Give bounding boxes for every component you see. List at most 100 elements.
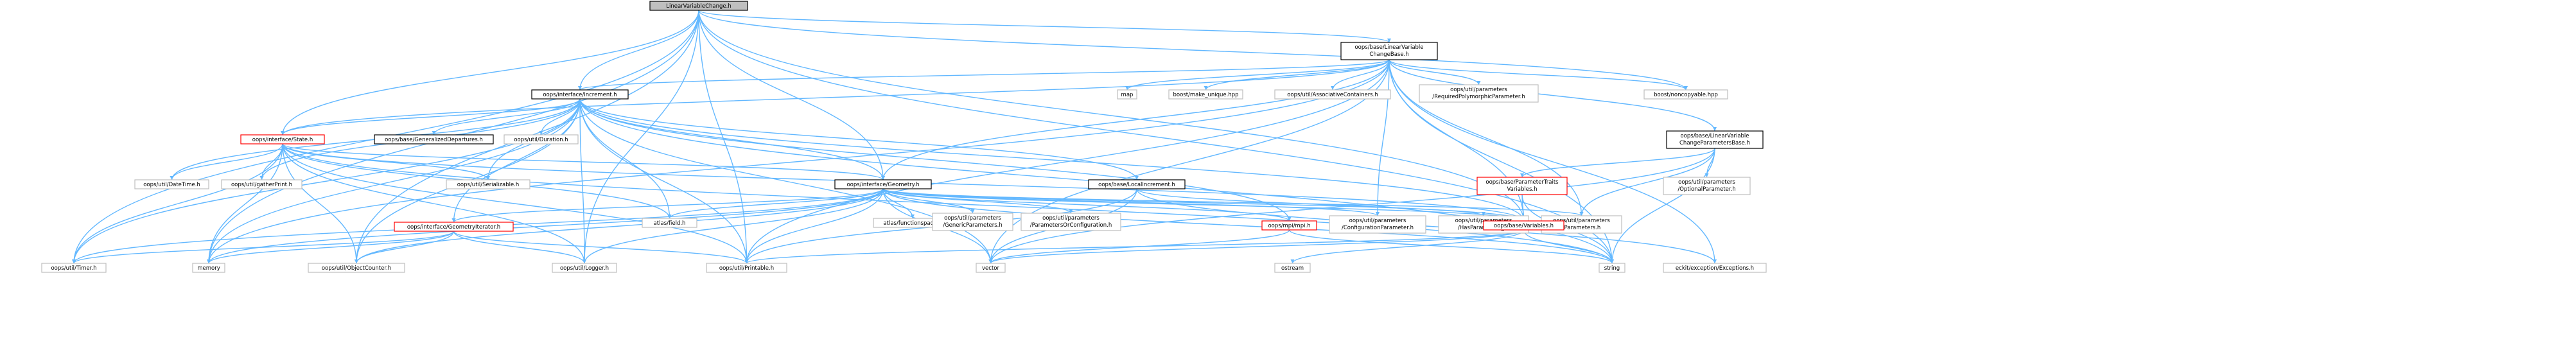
node-label: oops/interface/State.h <box>252 137 313 143</box>
node-layer: LinearVariableChange.h oops/base/LinearVa… <box>41 1 1767 273</box>
node-printable[interactable]: oops/util/Printable.h <box>706 263 787 273</box>
node-assoc[interactable]: oops/util/AssociativeContainers.h <box>1274 89 1391 100</box>
node-box-reqpoly <box>1419 84 1539 103</box>
node-label: oops/interface/Geometry.h <box>846 182 919 188</box>
arrowhead-geometry-to-params <box>1579 212 1584 216</box>
node-root[interactable]: LinearVariableChange.h <box>649 1 748 11</box>
arrowhead-localinc-to-eckit <box>1713 259 1717 263</box>
node-serializable[interactable]: oops/util/Serializable.h <box>446 179 530 189</box>
node-geoiter[interactable]: oops/interface/GeometryIterator.h <box>394 222 514 232</box>
node-label: atlas/field.h <box>654 220 686 227</box>
node-logger[interactable]: oops/util/Logger.h <box>552 263 617 273</box>
node-gendep[interactable]: oops/base/GeneralizedDepartures.h <box>374 134 494 144</box>
node-box-map <box>1117 89 1137 100</box>
node-box-gatherprint <box>221 179 302 189</box>
node-cfgparam[interactable]: oops/util/parameters/ConfigurationParame… <box>1329 215 1426 234</box>
arrowhead-increment-to-state <box>281 131 285 135</box>
node-label: LinearVariableChange.h <box>666 3 731 10</box>
node-duration[interactable]: oops/util/Duration.h <box>504 134 579 144</box>
node-box-eckit <box>1663 263 1767 273</box>
edge-geoiter-to-logger <box>453 231 585 264</box>
edge-geometry-to-params <box>882 188 1582 216</box>
node-box-state <box>240 134 325 144</box>
node-box-root <box>649 1 748 11</box>
node-label: oops/util/Serializable.h <box>457 182 520 188</box>
node-geometry[interactable]: oops/interface/Geometry.h <box>834 179 932 189</box>
arrowhead-variables-to-printable <box>744 259 749 263</box>
edge-root-to-variables <box>698 10 1525 222</box>
edge-increment-to-localinc <box>579 98 1137 180</box>
node-optparam[interactable]: oops/util/parameters/OptionalParameter.h <box>1663 177 1751 195</box>
node-variables[interactable]: oops/base/Variables.h <box>1483 220 1564 231</box>
arrowhead-state-to-gatherprint <box>259 176 264 180</box>
node-timer[interactable]: oops/util/Timer.h <box>41 263 107 273</box>
node-box-timer <box>41 263 107 273</box>
edge-root-to-logger <box>584 10 699 264</box>
node-label: oops/util/parameters <box>944 215 1001 222</box>
arrowhead-geometry-to-genparams <box>970 209 975 213</box>
node-gatherprint[interactable]: oops/util/gatherPrint.h <box>221 179 302 189</box>
edge-localinc-to-variables <box>1136 188 1525 222</box>
node-box-assoc <box>1274 89 1391 100</box>
node-label: oops/util/parameters <box>1450 87 1507 93</box>
node-increment[interactable]: oops/interface/Increment.h <box>531 89 629 100</box>
node-label: boost/make_unique.hpp <box>1173 92 1238 98</box>
node-label: oops/util/parameters <box>1042 215 1100 222</box>
node-genparams[interactable]: oops/util/parameters/GenericParameters.h <box>932 213 1013 231</box>
node-label: /RequiredPolymorphicParameter.h <box>1432 94 1525 100</box>
node-datetime[interactable]: oops/util/DateTime.h <box>134 179 209 189</box>
arrowhead-lvcb-to-make_unique <box>1204 86 1208 90</box>
node-mpi[interactable]: oops/mpi/mpi.h <box>1261 220 1317 231</box>
node-label: oops/util/gatherPrint.h <box>231 182 292 188</box>
node-box-lvcpb <box>1666 130 1764 149</box>
node-atlasfield[interactable]: atlas/field.h <box>642 218 697 228</box>
edge-increment-to-logger <box>579 98 585 264</box>
edge-geometry-to-variables <box>882 188 1525 222</box>
edge-mpi-to-string <box>1288 229 1613 264</box>
edge-state-to-printable <box>282 143 748 264</box>
node-paramsorcfg[interactable]: oops/util/parameters/ParametersOrConfigu… <box>1021 213 1121 231</box>
node-label: oops/util/parameters <box>1553 218 1610 224</box>
edge-lvcb-to-geometry <box>882 59 1390 180</box>
node-eckit[interactable]: eckit/exception/Exceptions.h <box>1663 263 1767 273</box>
arrowhead-increment-to-duration <box>539 131 543 135</box>
arrowhead-lvcpb-to-ptv <box>1520 173 1524 177</box>
edge-increment-to-variables <box>579 98 1525 222</box>
node-vector[interactable]: vector <box>976 263 1006 273</box>
node-state[interactable]: oops/interface/State.h <box>240 134 325 144</box>
edge-state-to-serializable <box>282 143 489 180</box>
node-label: atlas/functionspace.h <box>883 220 942 227</box>
edge-geometry-to-logger <box>584 188 884 264</box>
edge-root-to-printable <box>698 10 748 264</box>
edge-lvcb-to-lvcpb <box>1389 59 1715 132</box>
node-box-duration <box>504 134 579 144</box>
edge-increment-to-printable <box>579 98 748 264</box>
edge-geoiter-to-memory <box>208 231 455 264</box>
node-box-objcounter <box>308 263 405 273</box>
node-label: oops/interface/GeometryIterator.h <box>407 224 500 231</box>
node-box-variables <box>1483 220 1564 231</box>
node-noncopyable[interactable]: boost/noncopyable.hpp <box>1643 89 1728 100</box>
node-string[interactable]: string <box>1599 263 1625 273</box>
edge-increment-to-state <box>282 98 581 136</box>
node-reqpoly[interactable]: oops/util/parameters/RequiredPolymorphic… <box>1419 84 1539 103</box>
edge-geometry-to-memory <box>208 188 884 264</box>
arrowhead-lvcb-to-assoc <box>1331 86 1335 90</box>
node-lvcpb[interactable]: oops/base/LinearVariableChangeParameters… <box>1666 130 1764 149</box>
edge-root-to-noncopyable <box>698 10 1687 91</box>
node-label: memory <box>197 265 220 272</box>
node-ostream[interactable]: ostream <box>1274 263 1311 273</box>
edge-state-to-memory <box>208 143 283 264</box>
arrowhead-lvcb-to-noncopyable <box>1684 86 1688 90</box>
node-box-datetime <box>134 179 209 189</box>
node-map[interactable]: map <box>1117 89 1137 100</box>
node-make_unique[interactable]: boost/make_unique.hpp <box>1168 89 1243 100</box>
node-localinc[interactable]: oops/base/LocalIncrement.h <box>1088 179 1186 189</box>
node-objcounter[interactable]: oops/util/ObjectCounter.h <box>308 263 405 273</box>
node-memory[interactable]: memory <box>192 263 225 273</box>
node-label: ChangeBase.h <box>1369 51 1408 58</box>
node-label: oops/base/LocalIncrement.h <box>1098 182 1175 188</box>
node-box-make_unique <box>1168 89 1243 100</box>
